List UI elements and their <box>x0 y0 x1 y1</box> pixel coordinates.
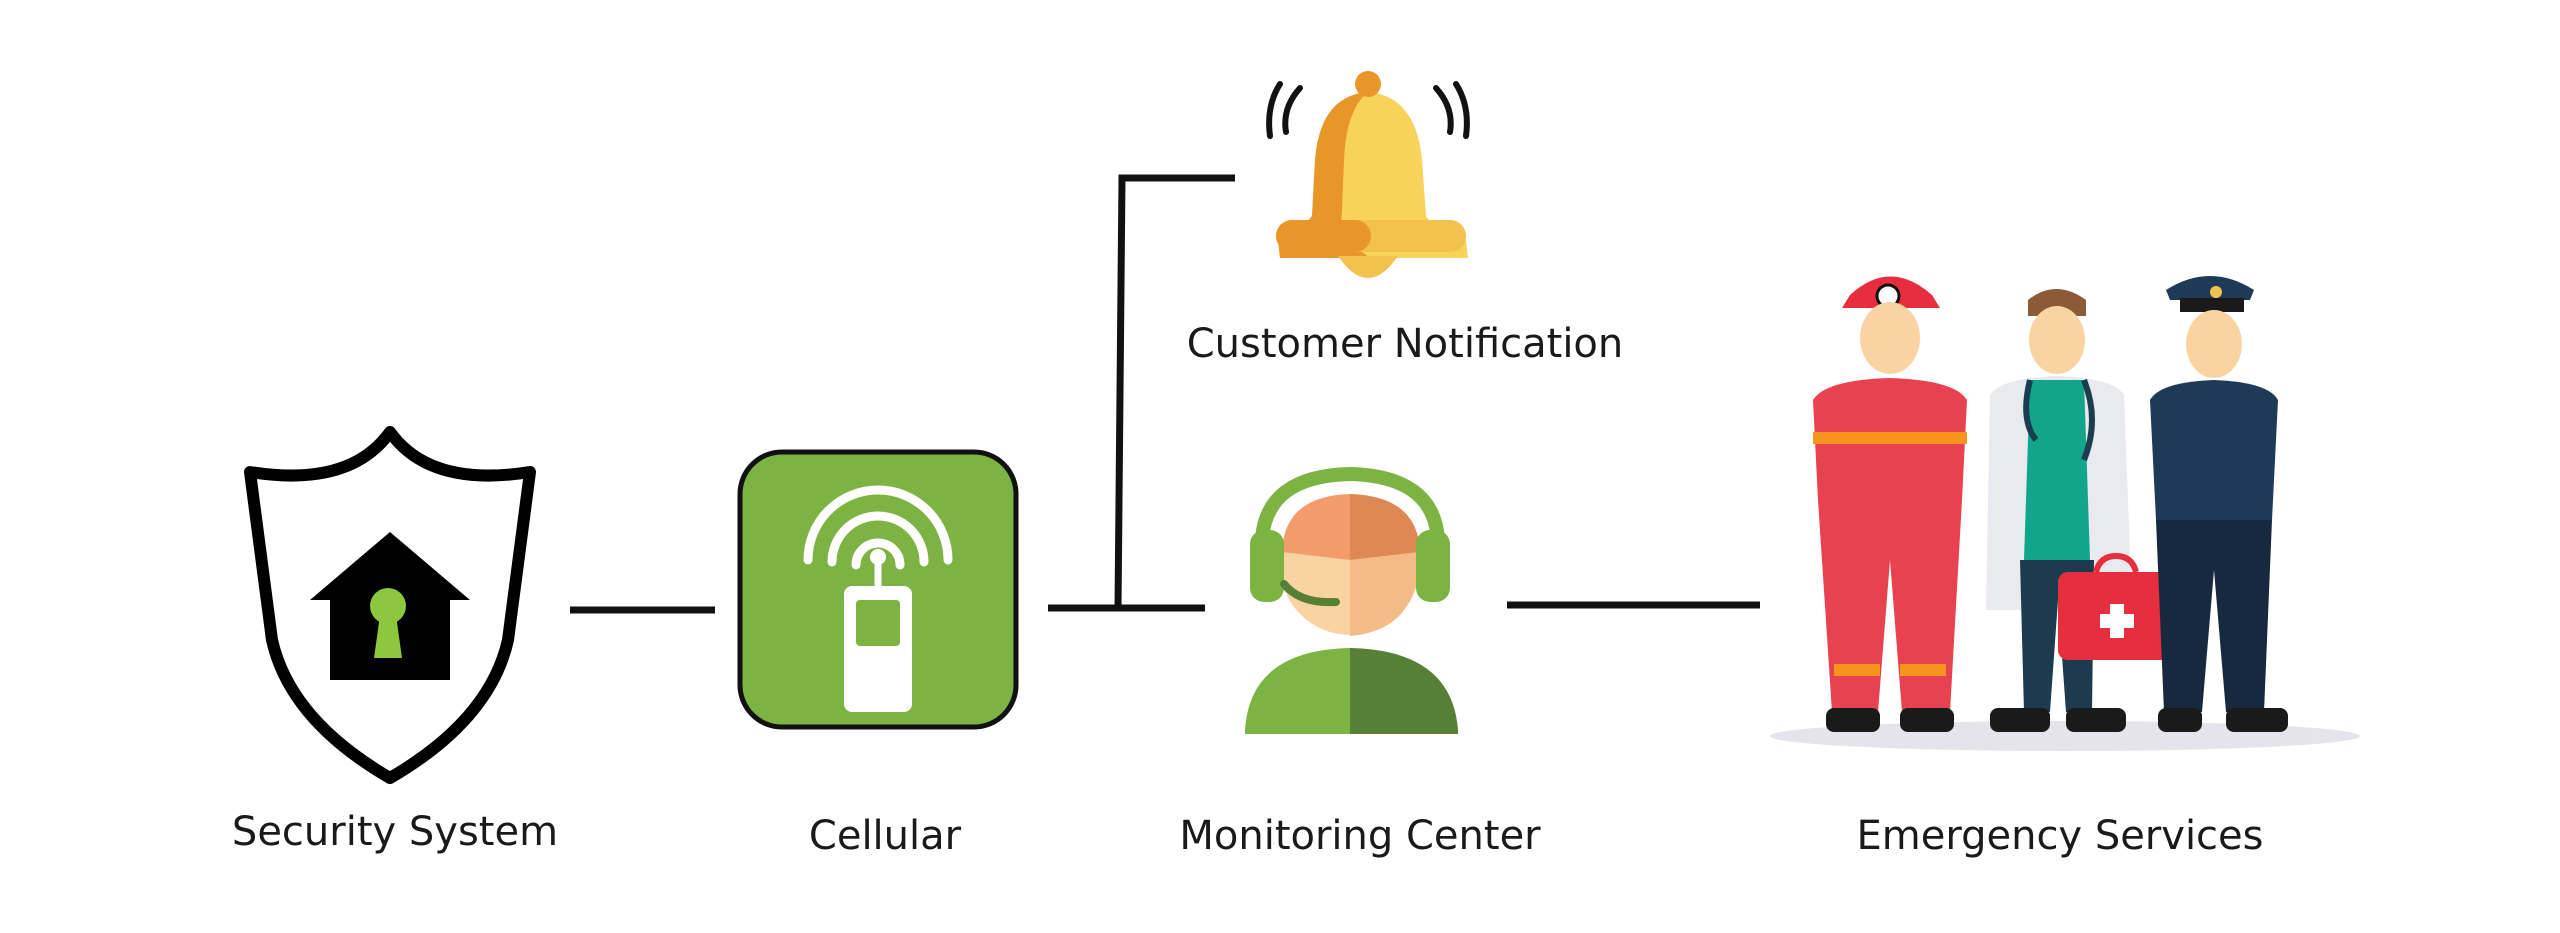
cellular-label: Cellular <box>808 813 962 859</box>
shield-house-keyhole-icon <box>244 426 536 784</box>
police-figure <box>2150 276 2288 732</box>
operator-headset-icon <box>1245 466 1458 734</box>
security-system-label: Security System <box>231 809 559 855</box>
cellular-device-icon <box>737 449 1019 730</box>
emergency-services-label: Emergency Services <box>1856 813 2264 859</box>
doctor-figure <box>1986 289 2176 732</box>
firefighter-doctor-police-icon <box>1770 276 2360 751</box>
connector-lines <box>570 174 1760 614</box>
firefighter-figure <box>1813 276 1967 732</box>
bell-icon <box>1266 71 1470 278</box>
monitoring-center-label: Monitoring Center <box>1179 813 1541 859</box>
connector-cellular-notification <box>1114 174 1235 609</box>
customer-notification-label: Customer Notification <box>1186 321 1624 367</box>
